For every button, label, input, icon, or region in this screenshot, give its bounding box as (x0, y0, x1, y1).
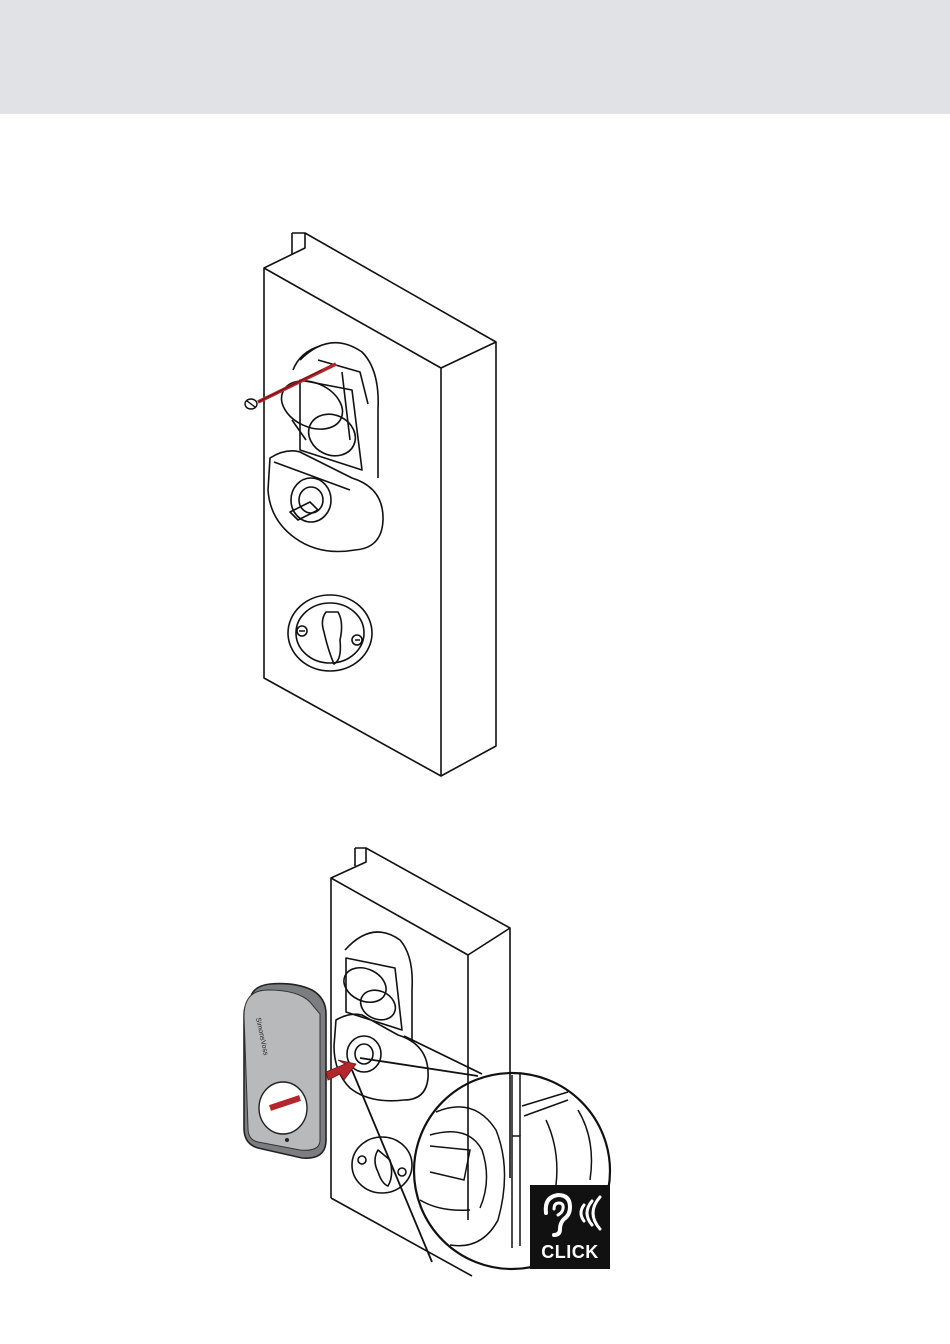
ear-sound-icon (530, 1185, 610, 1241)
lock-cover (244, 984, 326, 1159)
click-label: CLICK (530, 1242, 610, 1263)
click-badge: CLICK (530, 1185, 610, 1269)
